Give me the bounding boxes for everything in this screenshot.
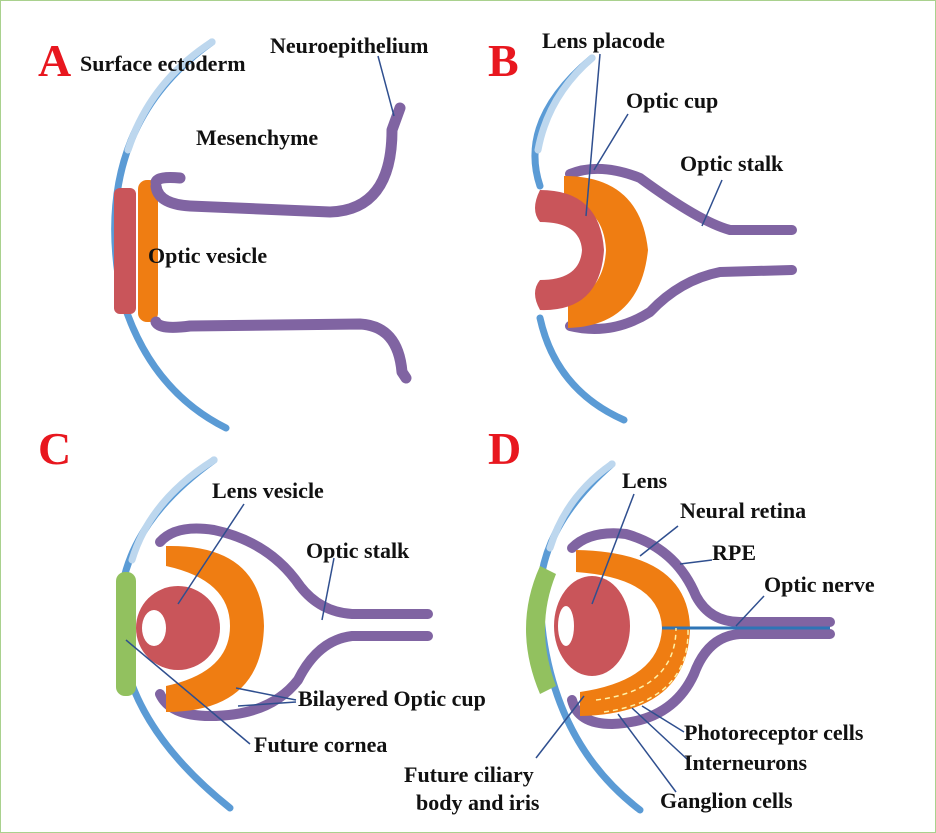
label-optic-stalk-c: Optic stalk — [306, 538, 410, 563]
panel-d: D Lens Neural retina RPE Optic nerve Pho… — [404, 423, 875, 815]
label-interneurons: Interneurons — [684, 750, 807, 775]
label-mesenchyme: Mesenchyme — [196, 125, 318, 150]
panel-letter-d: D — [488, 423, 521, 474]
panel-letter-c: C — [38, 423, 71, 474]
panel-letter-a: A — [38, 35, 71, 86]
label-neural-retina: Neural retina — [680, 498, 806, 523]
label-future-ciliary-line1: Future ciliary — [404, 762, 534, 787]
label-lens-vesicle: Lens vesicle — [212, 478, 324, 503]
label-optic-stalk-b: Optic stalk — [680, 151, 784, 176]
label-lens-placode: Lens placode — [542, 28, 665, 53]
label-ganglion-cells: Ganglion cells — [660, 788, 793, 813]
label-rpe: RPE — [712, 540, 756, 565]
lens-ectoderm-a — [114, 188, 136, 314]
label-optic-vesicle: Optic vesicle — [148, 243, 267, 268]
future-cornea-d — [526, 566, 556, 694]
label-photoreceptor-cells: Photoreceptor cells — [684, 720, 864, 745]
panel-letter-b: B — [488, 35, 519, 86]
label-future-cornea: Future cornea — [254, 732, 387, 757]
panel-c: C Lens vesicle Optic stalk Bilayered Opt… — [38, 423, 486, 808]
label-optic-cup: Optic cup — [626, 88, 718, 113]
future-cornea-c — [116, 572, 136, 696]
label-future-ciliary-line2: body and iris — [416, 790, 540, 815]
label-optic-nerve: Optic nerve — [764, 572, 875, 597]
panel-b: B Lens placode Optic cup Optic stalk — [488, 28, 792, 420]
label-lens: Lens — [622, 468, 668, 493]
label-bilayered-optic-cup: Bilayered Optic cup — [298, 686, 486, 711]
panel-a: A Surface ectoderm Neuroepithelium Mesen… — [38, 33, 428, 428]
label-neuroepithelium: Neuroepithelium — [270, 33, 428, 58]
label-surface-ectoderm: Surface ectoderm — [80, 51, 246, 76]
